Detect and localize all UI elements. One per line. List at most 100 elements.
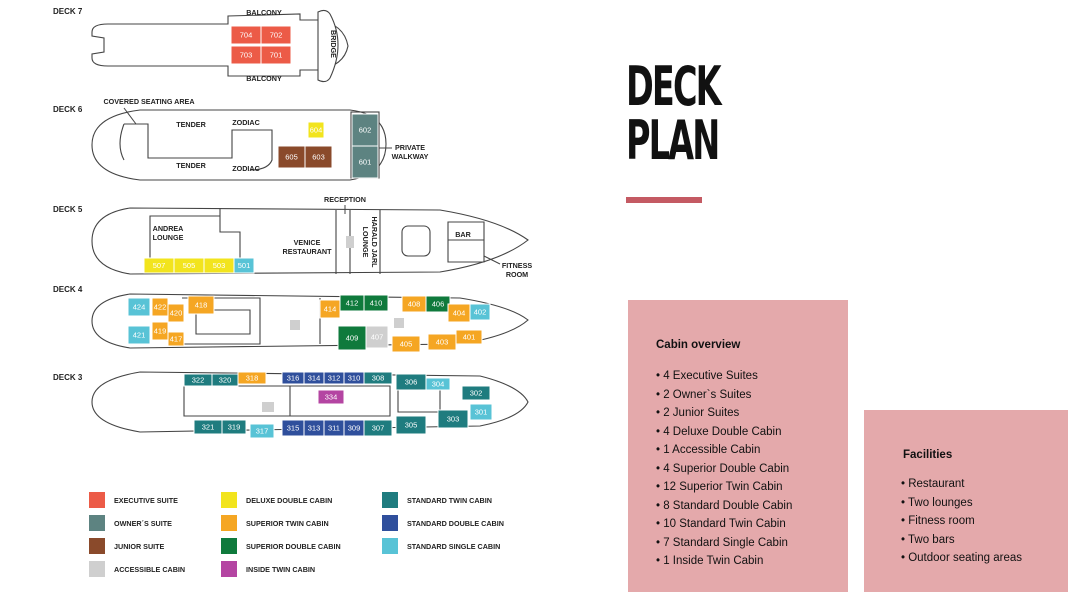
list-item: • 12 Superior Twin Cabin xyxy=(656,481,783,493)
cabin-310: 310 xyxy=(343,371,365,385)
legend-label: STANDARD SINGLE CABIN xyxy=(407,542,500,551)
cabin-319-number: 319 xyxy=(228,423,241,432)
cabin-407: 407 xyxy=(365,325,389,349)
cabin-501-shape xyxy=(233,257,255,274)
cabin-406-number: 406 xyxy=(432,300,445,309)
cabin-401: 401 xyxy=(455,329,483,345)
cabin-507-number: 507 xyxy=(153,261,166,270)
cabin-404: 404 xyxy=(447,303,471,323)
cabin-421-number: 421 xyxy=(133,331,146,340)
cabin-314: 314 xyxy=(303,371,325,385)
cabin-405-number: 405 xyxy=(400,340,413,349)
legend-item-accessible: ACCESSIBLE CABIN xyxy=(89,561,185,577)
cabin-409-shape xyxy=(337,325,367,351)
cabin-316-number: 316 xyxy=(287,374,300,383)
cabin-319: 319 xyxy=(221,419,247,435)
stairs xyxy=(346,236,354,248)
legend-label: DELUXE DOUBLE CABIN xyxy=(246,496,332,505)
cabin-602-number: 602 xyxy=(359,126,372,135)
cabin-322: 322 xyxy=(183,373,213,387)
legend-item-deluxe: DELUXE DOUBLE CABIN xyxy=(221,492,332,508)
cabin-601-number: 601 xyxy=(359,158,372,167)
decks-d5-harald2-label: LOUNGE xyxy=(361,227,370,258)
list-item: • Two lounges xyxy=(901,496,973,509)
list-item: • 4 Executive Suites xyxy=(656,370,758,382)
cabin-315: 315 xyxy=(281,419,305,437)
cabin-501-number: 501 xyxy=(238,261,251,270)
decks-d5-bar-label: BAR xyxy=(455,230,471,239)
cabin-418-number: 418 xyxy=(195,301,208,310)
list-item: • Restaurant xyxy=(901,478,965,490)
list-item: • 1 Inside Twin Cabin xyxy=(656,555,764,567)
decks-d7-bridge-label: BRIDGE xyxy=(329,30,338,58)
cabin-319-shape xyxy=(221,419,247,435)
cabin-601-shape xyxy=(351,145,379,179)
legend-item-owners: OWNER´S SUITE xyxy=(89,515,172,531)
deck6-inner xyxy=(119,123,273,171)
decks-d7-balcony_top-label: BALCONY xyxy=(246,8,282,17)
title-line-2: PLAN xyxy=(626,109,720,172)
cabin-420: 420 xyxy=(167,303,185,323)
decks-d5-harald1-label: HARALD JARL xyxy=(370,216,379,268)
cabin-501: 501 xyxy=(233,257,255,274)
cabin-403: 403 xyxy=(427,333,457,351)
cabin-307-shape xyxy=(363,419,393,437)
legend-item-executive: EXECUTIVE SUITE xyxy=(89,492,178,508)
stairs xyxy=(394,318,404,328)
cabin-412-number: 412 xyxy=(346,299,359,308)
list-item: • 2 Junior Suites xyxy=(656,407,740,419)
cabin-307-number: 307 xyxy=(372,424,385,433)
legend-label: OWNER´S SUITE xyxy=(114,519,172,528)
cabin-308-number: 308 xyxy=(372,374,385,383)
decks-d6-private2-label: WALKWAY xyxy=(392,152,429,161)
cabin-304-number: 304 xyxy=(432,380,445,389)
cabin-701: 701 xyxy=(260,45,292,65)
decks-d6-tender1-label: TENDER xyxy=(176,120,206,129)
cabin-405-shape xyxy=(391,335,421,353)
list-item: • 4 Superior Double Cabin xyxy=(656,462,790,475)
list-item: • 7 Standard Single Cabin xyxy=(656,536,788,549)
cabin-424-number: 424 xyxy=(133,303,146,312)
cabin-310-number: 310 xyxy=(348,374,361,383)
decks-d6-zodiac1-label: ZODIAC xyxy=(232,118,260,127)
title-underline xyxy=(626,197,702,203)
cabin-702-number: 702 xyxy=(270,31,283,40)
cabin-507: 507 xyxy=(143,257,175,274)
cabin-306: 306 xyxy=(395,373,427,391)
legend-label: STANDARD TWIN CABIN xyxy=(407,496,492,505)
cabin-505: 505 xyxy=(173,257,205,274)
cabin-421-shape xyxy=(127,325,151,345)
cabin-315-number: 315 xyxy=(287,424,300,433)
cabin-305: 305 xyxy=(395,415,427,435)
decks-d6-covered-label: COVERED SEATING AREA xyxy=(103,97,194,106)
cabin-303: 303 xyxy=(437,409,469,429)
cabin-317-shape xyxy=(249,423,275,439)
cabin-424: 424 xyxy=(127,297,151,317)
deck7-outline xyxy=(91,13,349,77)
cabin-311: 311 xyxy=(323,419,345,437)
cabin-605: 605 xyxy=(277,145,306,169)
leader-line xyxy=(483,255,501,265)
cabin-417: 417 xyxy=(167,331,185,347)
cabin-401-number: 401 xyxy=(463,333,476,342)
list-item: • Fitness room xyxy=(901,515,975,527)
decks-d5-andrea1-label: ANDREA xyxy=(153,224,184,233)
cabin-417-number: 417 xyxy=(170,335,183,344)
cabin-303-shape xyxy=(437,409,469,429)
cabin-702: 702 xyxy=(260,25,292,45)
decks-d6-tender2-label: TENDER xyxy=(176,161,206,170)
legend-label: SUPERIOR DOUBLE CABIN xyxy=(246,542,341,551)
decks-d5-fitness2-label: ROOM xyxy=(506,270,528,279)
cabin-702-shape xyxy=(260,25,292,45)
cabin-322-number: 322 xyxy=(192,376,205,385)
cabin-419-number: 419 xyxy=(154,327,167,336)
cabin-318-number: 318 xyxy=(246,374,259,383)
legend-label: EXECUTIVE SUITE xyxy=(114,496,178,505)
cabin-603-shape xyxy=(304,145,333,169)
cabin-311-number: 311 xyxy=(328,424,340,433)
list-item: • Outdoor seating areas xyxy=(901,552,1023,564)
facilities-list: • Restaurant • Two lounges • Fitness roo… xyxy=(901,475,1022,568)
cabin-421: 421 xyxy=(127,325,151,345)
cabin-602-shape xyxy=(351,113,379,147)
list-item: • 8 Standard Double Cabin xyxy=(656,499,793,512)
